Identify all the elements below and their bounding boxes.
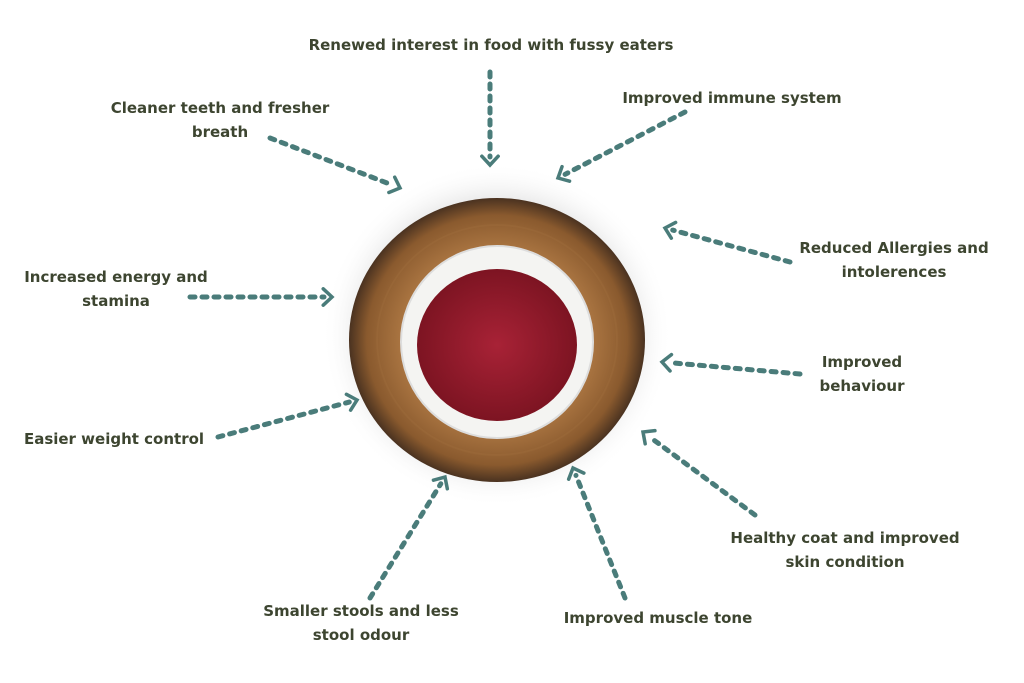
label-line: stool odour [312,626,410,644]
arrowhead-icon [659,352,674,373]
dotted-arrow [367,474,450,601]
dotted-arrow [640,428,758,518]
center-image [322,163,672,507]
arrowhead-icon [480,154,500,168]
dotted-arrow [659,352,803,377]
meat [417,269,577,421]
arrowhead-icon [566,465,586,481]
arrow-shaft [573,472,628,601]
benefit-label-allergies: Reduced Allergies and intolerences [799,236,988,284]
label-line: stamina [82,292,150,310]
arrowhead-icon [662,220,678,240]
label-line: Increased energy and [24,268,208,286]
label-line: Renewed interest in food with fussy eate… [308,36,674,54]
label-line: Improved [821,353,903,371]
arrow-shaft [267,135,396,188]
dotted-arrow [187,287,335,307]
dotted-arrow [267,135,403,195]
benefit-label-behaviour: Improved behaviour [819,350,904,398]
label-line: Smaller stools and less [263,602,459,620]
label-line: skin condition [785,553,905,571]
benefit-label-immune: Improved immune system [622,86,841,110]
label-line: Cleaner teeth and fresher [110,99,330,117]
arrows [187,69,803,601]
benefit-label-muscle: Improved muscle tone [564,606,753,630]
label-line: Easier weight control [23,430,205,448]
dotted-arrow [555,109,688,183]
arrowhead-icon [321,287,335,307]
benefit-label-teeth: Cleaner teeth and fresher breath [111,96,330,144]
arrowhead-icon [387,175,403,195]
arrowhead-icon [344,392,360,412]
arrow-shaft [646,434,758,518]
arrowhead-icon [431,474,450,491]
label-line: Improved immune system [622,89,842,107]
benefit-label-weight: Easier weight control [24,427,204,451]
dotted-arrow [215,392,360,440]
label-line: behaviour [819,377,905,395]
benefit-label-stools: Smaller stools and less stool odour [263,599,459,647]
label-line: Healthy coat and improved [730,529,960,547]
label-line: intolerences [841,263,947,281]
arrowhead-icon [555,164,572,183]
dotted-arrow [480,69,500,168]
benefit-label-coat: Healthy coat and improved skin condition [730,526,959,574]
dotted-arrow [566,465,628,601]
label-line: breath [191,123,249,141]
benefit-label-energy: Increased energy and stamina [24,265,208,313]
arrow-shaft [215,399,352,440]
dotted-arrow [662,220,793,265]
arrowhead-icon [640,428,657,446]
arrow-shaft [562,109,688,177]
arrow-shaft [670,227,793,265]
arrow-shaft [367,481,444,601]
benefit-label-fussy-eaters: Renewed interest in food with fussy eate… [309,33,674,57]
label-line: Reduced Allergies and [799,239,989,257]
label-line: Improved muscle tone [563,609,753,627]
arrow-shaft [667,360,803,377]
